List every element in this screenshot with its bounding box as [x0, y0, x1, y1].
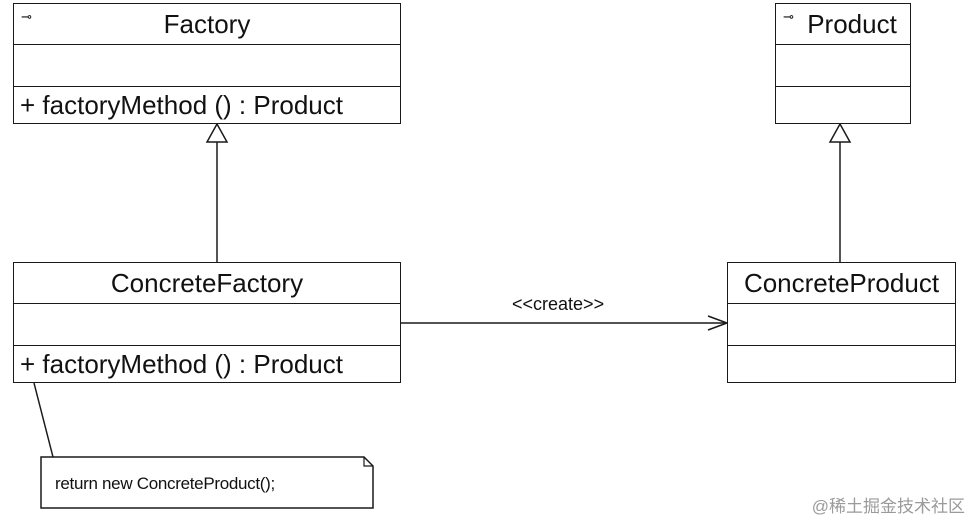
class-product-name: Product	[807, 8, 897, 39]
note-shape	[40, 456, 374, 509]
class-concrete-factory-operations: + factoryMethod () : Product	[14, 345, 400, 382]
class-factory-operation: + factoryMethod () : Product	[20, 89, 343, 120]
class-factory-operations: + factoryMethod () : Product	[14, 86, 400, 123]
watermark: @稀土掘金技术社区	[811, 497, 965, 516]
class-factory-name: Factory	[163, 8, 251, 39]
abstract-marker-icon: ⊸	[783, 9, 794, 24]
class-product-name-section: ⊸ Product	[776, 4, 910, 44]
class-concrete-product-attributes	[728, 303, 955, 345]
note-fold	[363, 457, 373, 467]
class-product-attributes	[776, 44, 910, 86]
class-concrete-factory-name-section: ConcreteFactory	[14, 263, 400, 303]
abstract-marker-icon: ⊸	[21, 9, 32, 24]
create-dependency-label: <<create>>	[512, 294, 605, 314]
generalization-arrowhead-product	[828, 122, 852, 143]
class-concrete-product[interactable]: ConcreteProduct	[727, 262, 956, 383]
class-concrete-factory-operation: + factoryMethod () : Product	[20, 348, 343, 379]
note-anchor-line	[33, 382, 54, 458]
class-factory[interactable]: ⊸ Factory + factoryMethod () : Product	[13, 3, 401, 124]
note-text: return new ConcreteProduct();	[55, 474, 275, 493]
class-concrete-factory[interactable]: ConcreteFactory + factoryMethod () : Pro…	[13, 262, 401, 383]
class-concrete-factory-attributes	[14, 303, 400, 345]
class-product-operations	[776, 86, 910, 123]
class-concrete-product-name-section: ConcreteProduct	[728, 263, 955, 303]
class-factory-name-section: ⊸ Factory	[14, 4, 400, 44]
class-product[interactable]: ⊸ Product	[775, 3, 911, 124]
class-factory-attributes	[14, 44, 400, 86]
generalization-arrowhead-factory	[205, 122, 229, 143]
class-concrete-factory-name: ConcreteFactory	[110, 267, 304, 298]
class-concrete-product-name: ConcreteProduct	[743, 267, 940, 298]
class-concrete-product-operations	[728, 345, 955, 382]
